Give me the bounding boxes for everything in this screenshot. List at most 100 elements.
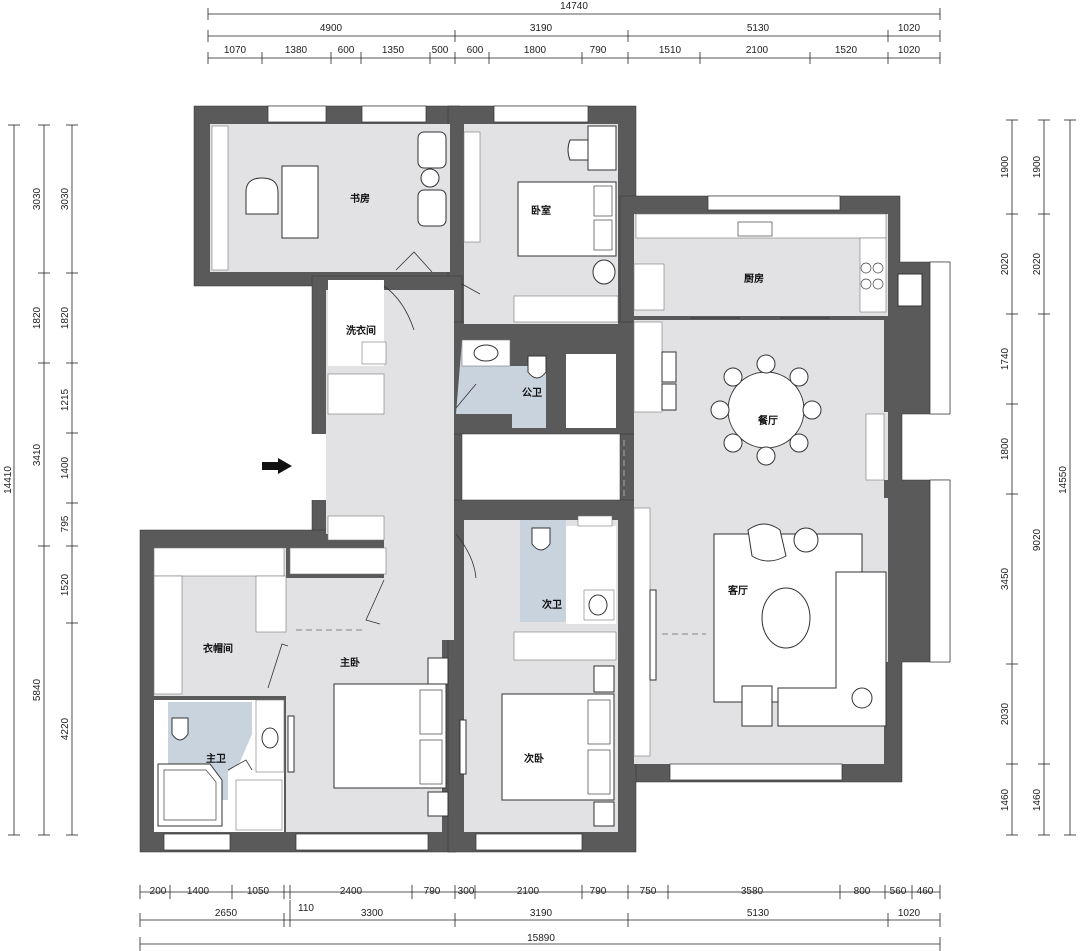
master-tv (287, 715, 295, 773)
study-door (395, 251, 433, 273)
master-pillow-2 (419, 739, 443, 785)
dining-window (929, 261, 951, 415)
master-bath-door (227, 759, 253, 771)
second-bedroom-wardrobe (513, 631, 617, 661)
second-bedroom-tv (459, 719, 467, 775)
second-bath-sink (588, 594, 608, 616)
second-bedroom-pillow-1 (587, 699, 611, 745)
dim-bottom-detail-6: 300 (458, 886, 475, 897)
dim-right-inner-7: 1460 (1000, 788, 1011, 811)
dim-right-inner-1: 1900 (1000, 155, 1011, 178)
entry-cabinet (327, 373, 385, 415)
master-nightstand-2 (427, 791, 449, 817)
study-window-1 (267, 105, 327, 123)
dim-right-outer-2: 2020 (1032, 252, 1043, 275)
label-study: 书房 (350, 192, 370, 205)
bedroom-bed (517, 181, 617, 257)
living-side-table-2 (851, 687, 873, 709)
dim-bottom-detail-4: 2400 (340, 886, 363, 897)
dim-top-detail-10: 2100 (746, 45, 769, 56)
master-wardrobe (289, 547, 387, 575)
entry-arrow-icon (262, 458, 292, 474)
dim-bottom-detail-8: 790 (590, 886, 607, 897)
dim-top-detail-5: 500 (432, 45, 449, 56)
master-bedroom-furniture (287, 629, 449, 817)
dim-right-inner-6: 2030 (1000, 702, 1011, 725)
study-furniture (211, 125, 447, 271)
dim-left-inner-1: 3030 (60, 187, 71, 210)
kitchen-counter-top (635, 213, 887, 239)
dining-chair-5 (756, 446, 776, 466)
study-armchair-2 (417, 189, 447, 227)
master-pillow-1 (419, 689, 443, 735)
bedroom-pillow-2 (593, 219, 613, 251)
dim-right-inner-5: 3450 (1000, 567, 1011, 590)
study-armchair-1 (417, 131, 447, 169)
bedroom-chair (567, 139, 591, 161)
dim-right-inner-4: 1800 (1000, 437, 1011, 460)
living-armchair (747, 523, 787, 562)
laundry-fixtures (327, 280, 387, 541)
dim-top-detail-3: 600 (338, 45, 355, 56)
label-laundry: 洗衣间 (346, 324, 376, 337)
master-bath-shower (235, 779, 283, 831)
study-desk (281, 165, 319, 239)
bedroom-window (493, 105, 589, 123)
dimension-annotations: 14740 4900 3190 5130 1020 1070 1380 600 … (3, 1, 1076, 951)
dim-left-outer-3: 3410 (32, 443, 43, 466)
dim-left-inner-5: 795 (60, 515, 71, 532)
doors (227, 251, 481, 771)
master-bath-toilet (171, 717, 189, 741)
dim-bottom-detail-12: 560 (890, 886, 907, 897)
public-bath-door (455, 383, 477, 409)
study-window-2 (361, 105, 427, 123)
dim-bottom-detail-11: 800 (854, 886, 871, 897)
dim-bottom-mid-5: 5130 (747, 908, 770, 919)
public-bath-toilet (527, 355, 547, 379)
dim-top-detail-9: 1510 (659, 45, 682, 56)
windows (163, 105, 951, 851)
label-bedroom: 卧室 (531, 204, 551, 217)
label-dining: 餐厅 (757, 414, 778, 427)
closet-shelf-top (153, 547, 285, 577)
dining-chair-1 (756, 354, 776, 374)
master-bath-window (163, 833, 231, 851)
second-bedroom-nightstand-1 (593, 665, 615, 693)
dim-bottom-detail-13: 460 (917, 886, 934, 897)
bedroom-furniture (463, 125, 619, 323)
dining-chair-3 (802, 400, 822, 420)
second-bedroom-furniture (459, 665, 615, 827)
study-shelf (211, 125, 229, 271)
tv-screen (649, 589, 657, 681)
living-window (929, 479, 951, 663)
dining-chair-4 (789, 433, 809, 453)
second-bedroom-door (455, 533, 477, 579)
washing-machine (361, 341, 387, 365)
dim-left-outer-1: 3030 (32, 187, 43, 210)
closet-fixtures (153, 547, 387, 695)
dim-top-total: 14740 (560, 1, 588, 12)
kitchen-burner-2 (872, 262, 884, 274)
dim-bottom-mid-4: 3190 (530, 908, 553, 919)
dining-furniture (633, 321, 885, 481)
dim-left-inner-7: 4220 (60, 717, 71, 740)
living-furniture (623, 440, 887, 757)
dim-bottom-detail-5: 790 (424, 886, 441, 897)
kitchen-burner-4 (872, 278, 884, 290)
second-bath-fixtures (513, 515, 617, 661)
dim-bottom-total: 15890 (527, 933, 555, 944)
dim-right-inner-2: 2020 (1000, 252, 1011, 275)
dining-chair-7 (710, 400, 730, 420)
dim-bottom-mid-2: 110 (298, 903, 314, 914)
kitchen-window (707, 195, 841, 211)
label-master-bath: 主卫 (206, 752, 226, 765)
dim-left-inner-4: 1400 (60, 456, 71, 479)
dining-cabinet-2 (661, 383, 677, 411)
closet-shelf-left (153, 575, 183, 695)
second-bedroom-window (475, 833, 583, 851)
dim-bottom-mid-1: 2650 (215, 908, 238, 919)
label-closet: 衣帽间 (203, 642, 233, 655)
second-bedroom-pillow-2 (587, 749, 611, 795)
master-bedroom-window (295, 833, 429, 851)
